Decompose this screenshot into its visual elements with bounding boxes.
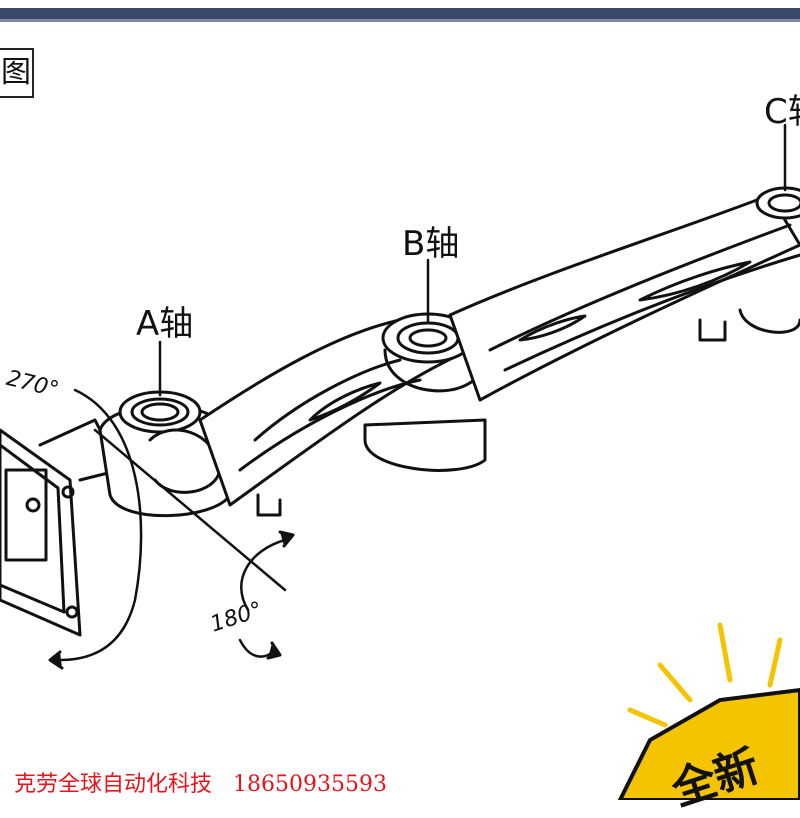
a-axis-label: A轴 — [136, 304, 194, 344]
a-axis-joint — [98, 390, 232, 518]
c-axis-label: C轴 — [764, 92, 800, 132]
b-axis-label: B轴 — [402, 224, 460, 264]
new-badge — [617, 622, 800, 800]
header-bar-line — [0, 8, 800, 19]
diagram-tag: 图 — [0, 48, 34, 98]
swivel-rotation-arrow — [238, 530, 295, 660]
arm-foot — [256, 493, 282, 517]
footer-phone: 18650935593 — [233, 772, 387, 797]
footer-company: 克劳全球自动化科技 — [14, 772, 213, 797]
header-bar-line-shadow — [0, 19, 800, 22]
monitor-arm-diagram — [0, 123, 800, 800]
header-bar — [0, 0, 800, 22]
footer-caption: 克劳全球自动化科技 18650935593 — [14, 766, 387, 798]
arm-segment-2 — [448, 193, 800, 402]
tilt-rotation-arrow — [48, 388, 287, 670]
